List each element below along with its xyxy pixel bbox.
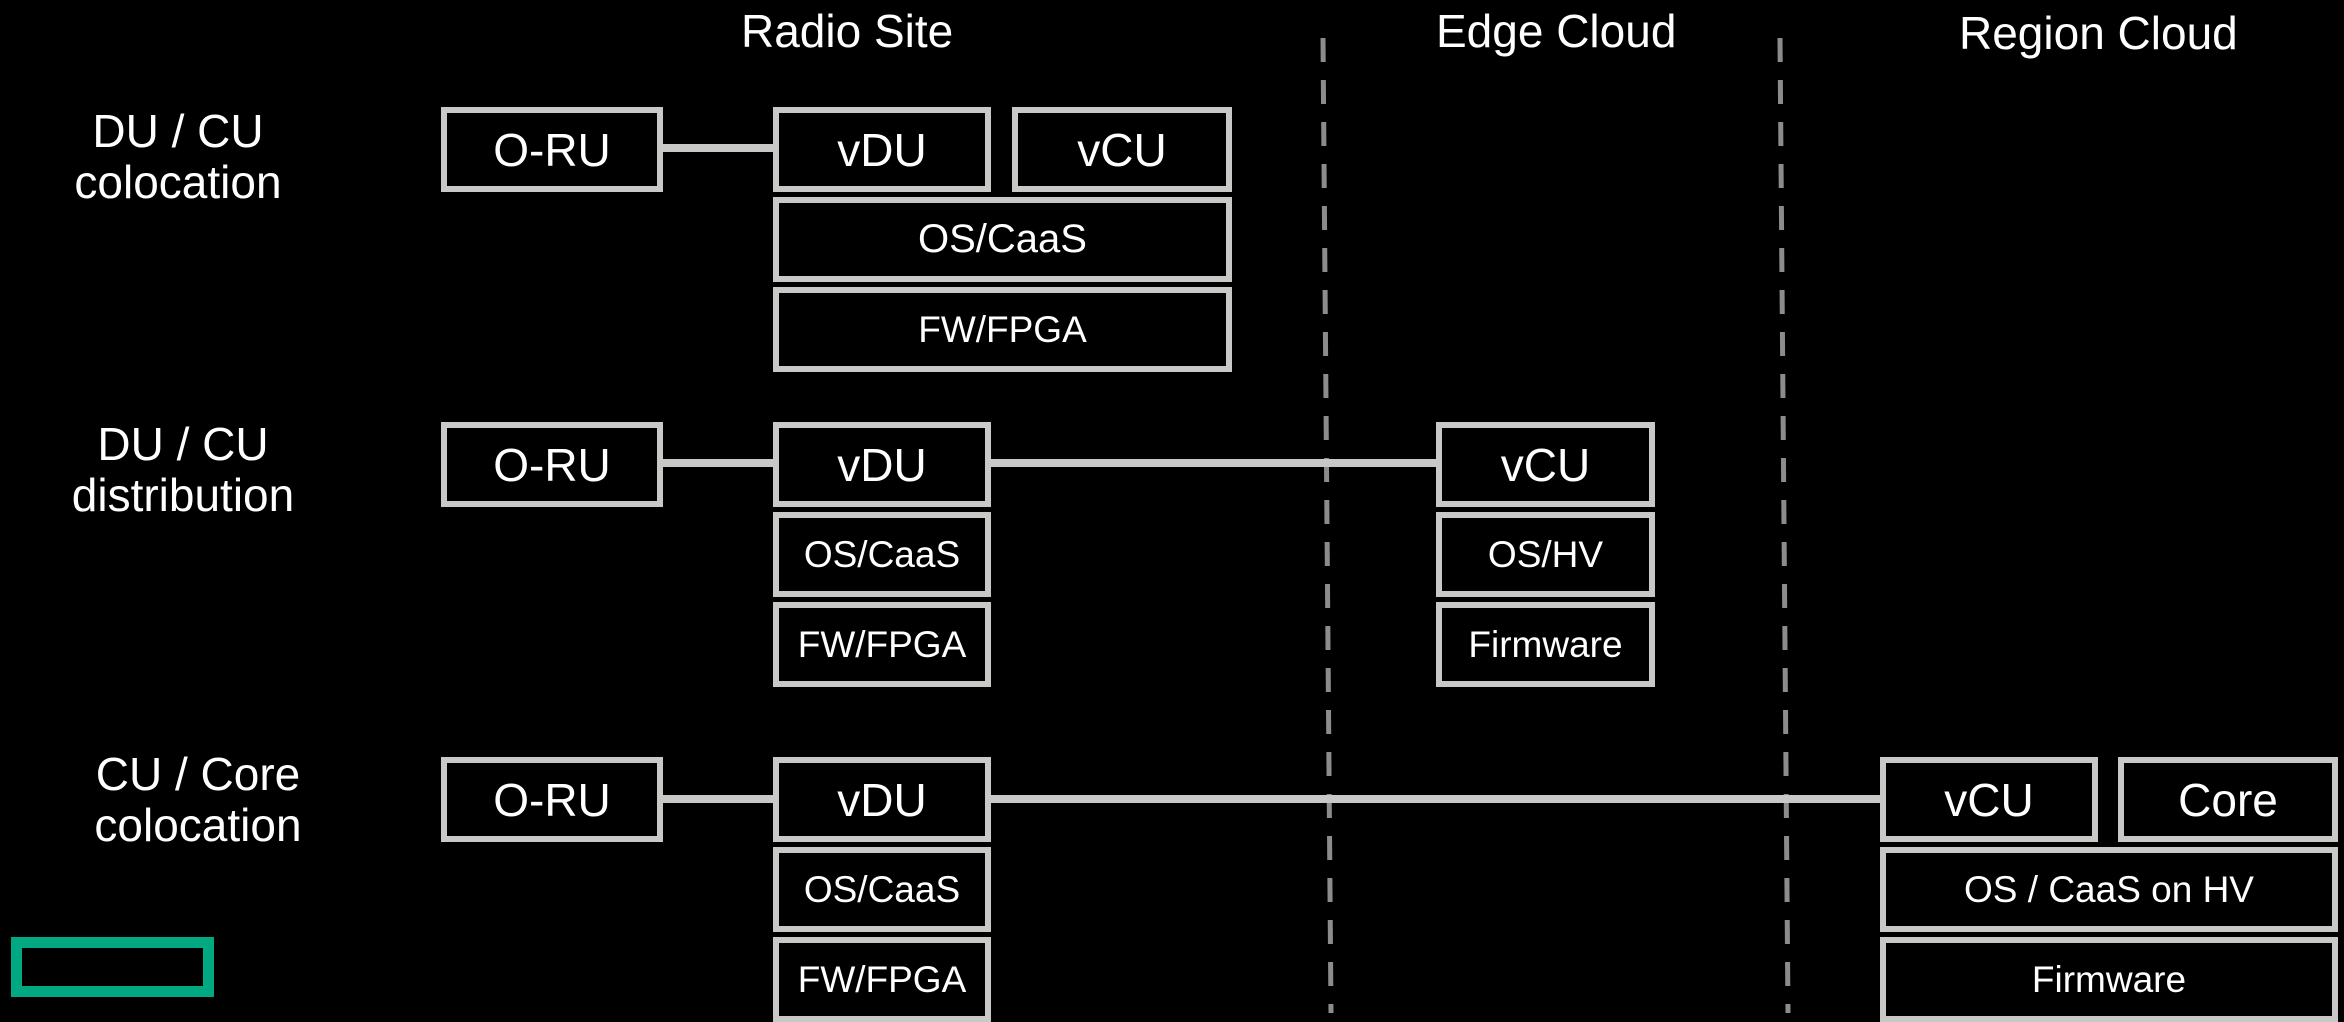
row-label-line1: DU / CU — [92, 105, 264, 157]
divider-radio-edge — [1320, 37, 1334, 1013]
row-label-cu-core-colocation: CU / Core colocation — [48, 749, 348, 851]
connector-oru-vdu — [659, 795, 777, 803]
row-label-line2: distribution — [71, 469, 295, 521]
column-title-region-cloud: Region Cloud — [1959, 7, 2238, 59]
oru-box: O-RU — [441, 107, 663, 192]
fw-fpga-box: FW/FPGA — [773, 937, 991, 1022]
row-label-du-cu-distribution: DU / CU distribution — [33, 419, 333, 521]
vdu-box: vDU — [773, 107, 991, 192]
region-firmware-box: Firmware — [1880, 937, 2338, 1022]
column-title-edge-cloud: Edge Cloud — [1436, 5, 1677, 57]
connector-vdu-vcu — [987, 795, 1884, 803]
os-caas-box: OS/CaaS — [773, 197, 1232, 282]
row-label-du-cu-colocation: DU / CU colocation — [28, 106, 328, 208]
connector-vdu-vcu — [987, 459, 1443, 467]
row-label-line1: DU / CU — [97, 418, 269, 470]
row-label-line2: colocation — [94, 799, 302, 851]
fw-fpga-box: FW/FPGA — [773, 287, 1232, 372]
fw-fpga-box: FW/FPGA — [773, 602, 991, 687]
edge-vcu-box: vCU — [1436, 422, 1655, 507]
connector-oru-vdu — [659, 459, 777, 467]
region-core-box: Core — [2118, 757, 2338, 842]
region-os-caas-hv-box: OS / CaaS on HV — [1880, 847, 2338, 932]
region-vcu-box: vCU — [1880, 757, 2098, 842]
vdu-box: vDU — [773, 757, 991, 842]
vcu-box: vCU — [1012, 107, 1232, 192]
edge-os-hv-box: OS/HV — [1436, 512, 1655, 597]
os-caas-box: OS/CaaS — [773, 512, 991, 597]
divider-edge-region — [1777, 37, 1791, 1013]
os-caas-box: OS/CaaS — [773, 847, 991, 932]
oru-box: O-RU — [441, 422, 663, 507]
row-label-line2: colocation — [74, 156, 282, 208]
hpe-element-logo-icon — [11, 937, 214, 997]
column-title-radio-site: Radio Site — [741, 5, 954, 57]
edge-firmware-box: Firmware — [1436, 602, 1655, 687]
vdu-box: vDU — [773, 422, 991, 507]
row-label-line1: CU / Core — [95, 748, 301, 800]
connector-oru-vdu — [659, 144, 777, 152]
oru-box: O-RU — [441, 757, 663, 842]
